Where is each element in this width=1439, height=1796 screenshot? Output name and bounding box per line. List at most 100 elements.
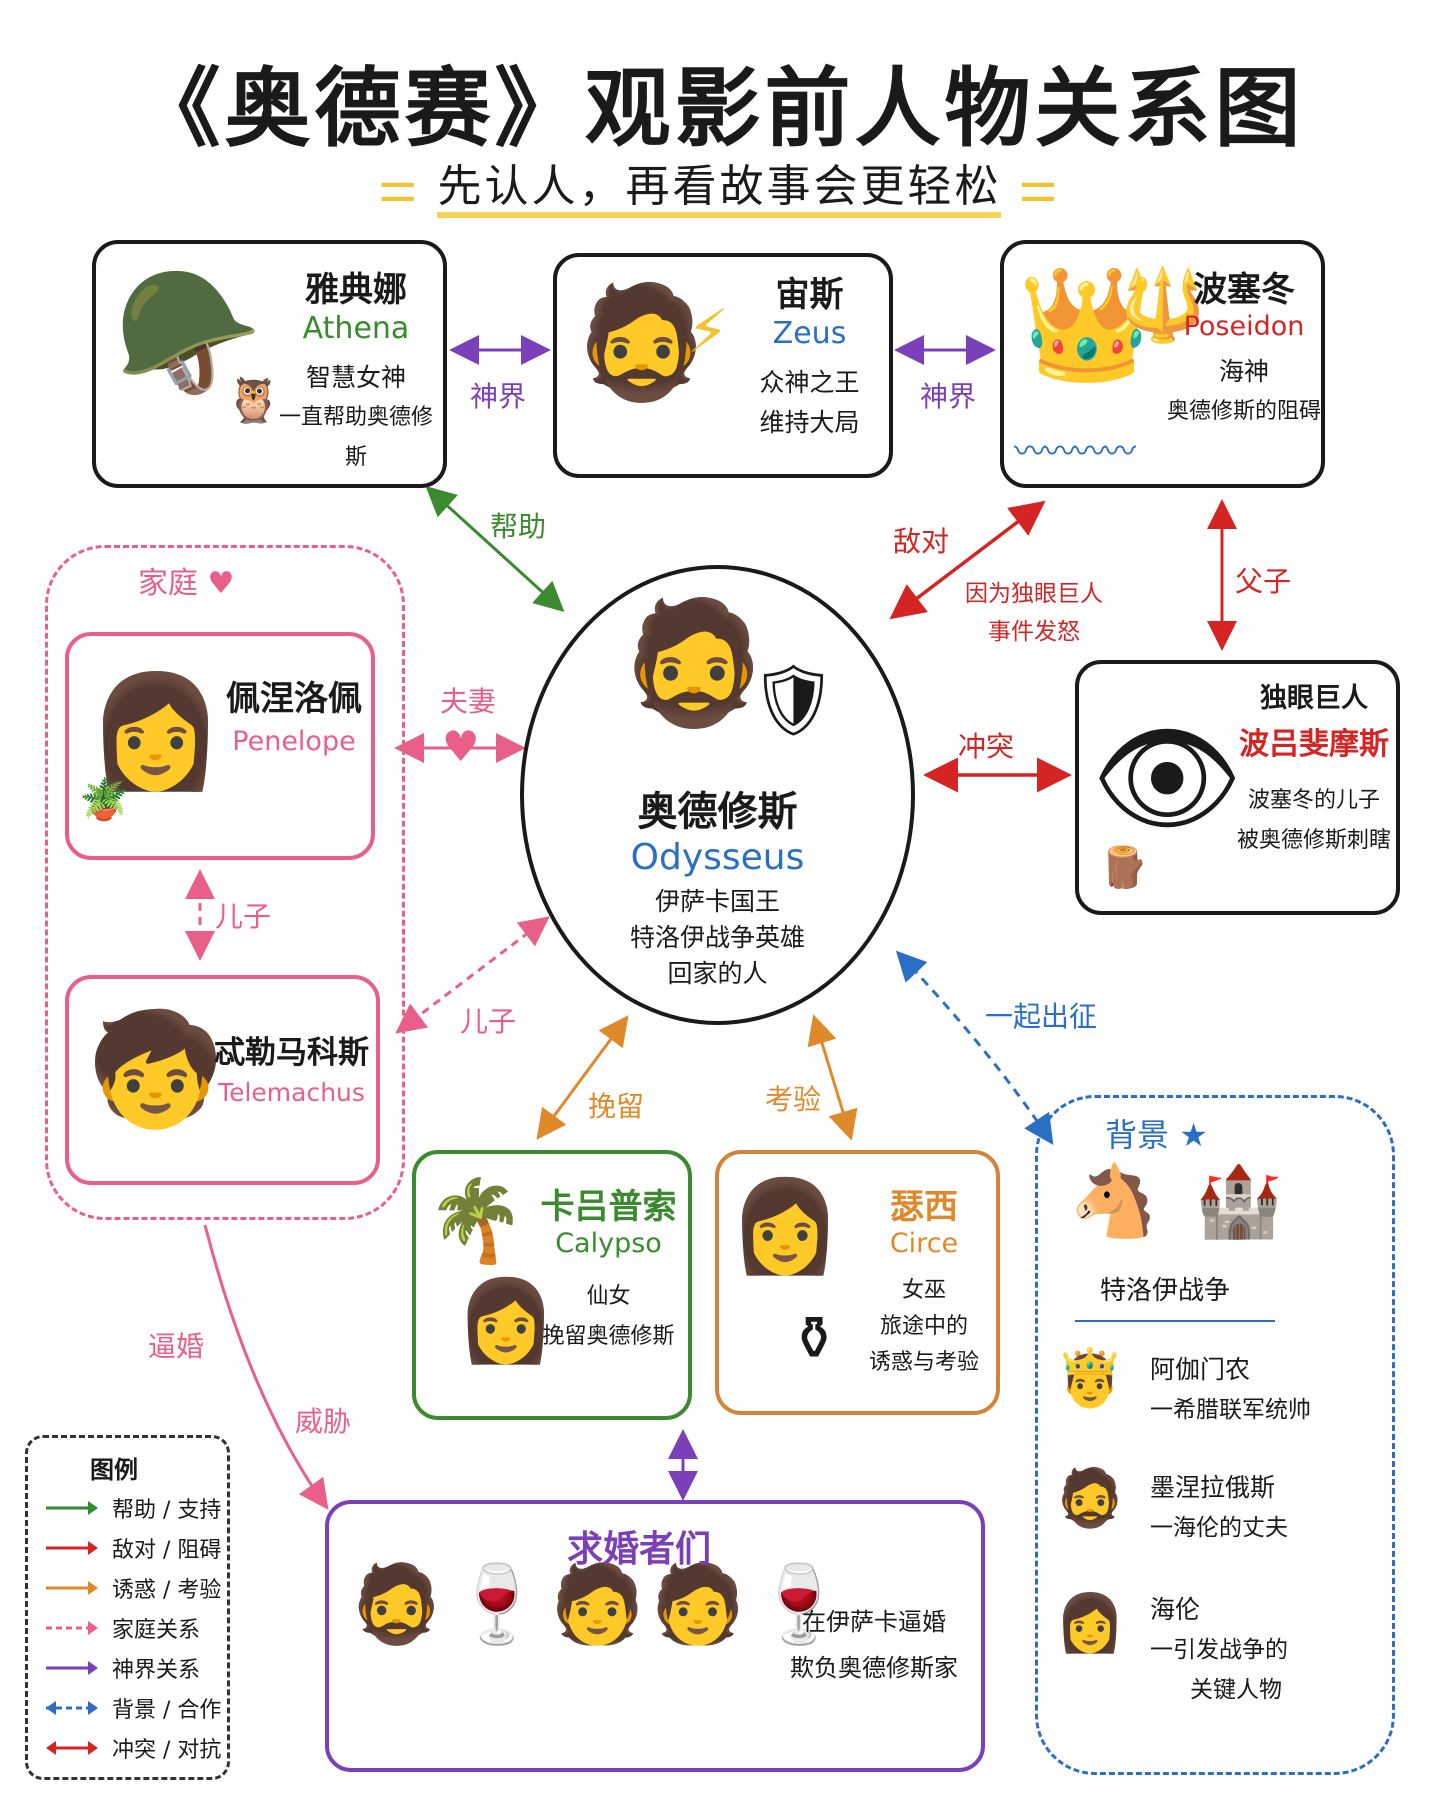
label-penelope-odysseus: 夫妻 [440, 685, 497, 718]
agamemnon-desc: 一希腊联军统帅 [1150, 1397, 1311, 1423]
odysseus-name-zh: 奥德修斯 [637, 789, 798, 835]
waves-icon: 〰〰〰〰 [1014, 432, 1136, 470]
card-circe: 👩 ⚱ 瑟西 Circe 女巫 旅途中的 诱惑与考验 [715, 1150, 1000, 1415]
label-odysseus-cyclops: 冲突 [958, 730, 1015, 763]
cyclops-figure: 👁 [1091, 709, 1244, 848]
menelaus-text: 墨涅拉俄斯 一海伦的丈夫 [1150, 1468, 1288, 1548]
helen-icon: 👩 [1055, 1591, 1125, 1656]
circe-name-zh: 瑟西 [890, 1187, 958, 1227]
suitors-desc-1: 在伊萨卡逼婚 [802, 1608, 946, 1636]
agamemnon-name: 阿伽门农 [1150, 1355, 1251, 1384]
legend-title: 图例 [90, 1456, 138, 1484]
cyclops-desc-1: 波塞冬的儿子 [1247, 788, 1380, 813]
menelaus-icon: 🧔 [1055, 1466, 1125, 1531]
label-poseidon-cyclops: 父子 [1235, 565, 1292, 598]
label-penelope-telemachus: 儿子 [215, 900, 272, 933]
calypso-name-en: Calypso [555, 1228, 662, 1259]
telemachus-text: 忒勒马科斯 Telemachus [204, 1027, 379, 1107]
odysseus-name-en: Odysseus [630, 837, 805, 878]
suitors-desc-2: 欺负奥德修斯家 [790, 1654, 958, 1682]
telemachus-name-en: Telemachus [218, 1078, 365, 1107]
note-line-2: 事件发怒 [988, 619, 1080, 645]
zeus-name-zh: 宙斯 [775, 275, 844, 315]
background-group-title: 背景 ★ [1105, 1110, 1208, 1156]
circe-name-en: Circe [889, 1228, 959, 1259]
poseidon-text: 波塞冬 Poseidon 海神 奥德修斯的阻碍 [1164, 262, 1324, 432]
zeus-name-en: Zeus [772, 316, 847, 351]
card-suitors: 🧔🍷🧑🧑🍷 求婚者们 在伊萨卡逼婚 欺负奥德修斯家 [325, 1500, 985, 1772]
agamemnon-text: 阿伽门农 一希腊联军统帅 [1150, 1350, 1311, 1430]
circe-desc-2: 旅途中的 [879, 1314, 968, 1339]
page-title: 《奥德赛》观影前人物关系图 [134, 59, 1305, 159]
label-telemachus-odysseus: 儿子 [460, 1005, 517, 1038]
helen-name: 海伦 [1150, 1595, 1201, 1624]
arrow-athena-odysseus [425, 485, 565, 613]
poseidon-desc-1: 海神 [1218, 357, 1269, 386]
poseidon-name-en: Poseidon [1183, 311, 1305, 342]
card-zeus: 🧔 ⚡ 宙斯 Zeus 众神之王 维持大局 [553, 253, 893, 478]
telemachus-name-zh: 忒勒马科斯 [214, 1035, 369, 1071]
athena-name-en: Athena [302, 311, 410, 346]
card-telemachus: 🧒 忒勒马科斯 Telemachus [65, 975, 380, 1185]
legend-arrow-icon [46, 1581, 98, 1595]
background-label: 背景 [1105, 1116, 1170, 1154]
note-line-1: 因为独眼巨人 [965, 581, 1103, 607]
helen-desc-2: 关键人物 [1190, 1677, 1282, 1703]
calypso-desc-1: 仙女 [586, 1284, 631, 1309]
legend-item-label: 诱惑 / 考验 [112, 1578, 222, 1603]
penelope-text: 佩涅洛佩 Penelope [219, 671, 369, 757]
legend-arrow-icon [46, 1741, 98, 1755]
card-athena: 🪖 🦉 雅典娜 Athena 智慧女神 一直帮助奥德修斯 [92, 240, 447, 488]
palm-tree-icon: 🌴 [426, 1174, 526, 1267]
penelope-name-zh: 佩涅洛佩 [226, 679, 362, 719]
suitors-figures: 🧔🍷🧑🧑🍷 [349, 1559, 853, 1648]
subtitle-deco-left: ⚌ [378, 161, 438, 212]
label-zeus-poseidon: 神界 [920, 380, 977, 413]
label-poseidon-odysseus: 敌对 [893, 525, 950, 558]
trident-icon: 🔱 [1119, 264, 1207, 346]
odysseus-desc-2: 特洛伊战争英雄 [629, 923, 805, 952]
cyclops-name-1: 独眼巨人 [1260, 683, 1368, 714]
family-group-title: 家庭 ♥ [130, 558, 243, 602]
label-odysseus-circe: 考验 [765, 1083, 822, 1116]
legend-arrow-icon [46, 1501, 98, 1515]
trojan-horse-icon: 🐴 [1070, 1160, 1158, 1242]
legend-item: 诱惑 / 考验 [44, 1570, 221, 1606]
menelaus-name: 墨涅拉俄斯 [1150, 1473, 1276, 1502]
background-war: 特洛伊战争 [1100, 1276, 1231, 1306]
cauldron-icon: ⚱ [789, 1304, 840, 1374]
athena-name-zh: 雅典娜 [305, 270, 407, 310]
club-icon: 🪵 [1099, 845, 1149, 891]
subtitle-text: 先认人，再看故事会更轻松 [437, 161, 1002, 218]
legend-item: 敌对 / 阻碍 [44, 1530, 221, 1566]
card-penelope: 👩 🪴 佩涅洛佩 Penelope [65, 632, 375, 860]
legend-item: 神界关系 [44, 1650, 200, 1686]
legend-item: 帮助 / 支持 [44, 1490, 221, 1526]
zeus-figure: 🧔 [573, 278, 710, 406]
label-family-suitors-2: 威胁 [295, 1405, 352, 1438]
subtitle-deco-right: ⚌ [1018, 161, 1061, 212]
suitors-title: 求婚者们 [479, 1520, 799, 1572]
label-family-suitors-1: 逼婚 [148, 1330, 205, 1363]
background-divider [1075, 1320, 1275, 1322]
helen-text: 海伦 一引发战争的 关键人物 [1150, 1590, 1288, 1710]
zeus-text: 宙斯 Zeus 众神之王 维持大局 [737, 267, 882, 443]
owl-icon: 🦉 [226, 375, 281, 426]
arrow-poseidon-odysseus [889, 500, 1046, 620]
family-label: 家庭 [138, 566, 198, 601]
odysseus-figure: 🧔 [619, 594, 769, 733]
page-subtitle: ⚌ 先认人，再看故事会更轻松 ⚌ [0, 150, 1439, 218]
label-athena-zeus: 神界 [470, 380, 527, 413]
legend-arrow-icon [46, 1621, 98, 1635]
label-odysseus-background: 一起出征 [985, 1000, 1098, 1033]
suitors-name-zh: 求婚者们 [566, 1529, 711, 1570]
zeus-desc-1: 众神之王 [759, 368, 860, 397]
legend-item-label: 敌对 / 阻碍 [112, 1538, 222, 1563]
legend-arrow-icon [46, 1701, 98, 1715]
card-cyclops: 👁 🪵 独眼巨人 波吕斐摩斯 波塞冬的儿子 被奥德修斯刺瞎 [1075, 660, 1400, 915]
label-odysseus-calypso: 挽留 [588, 1090, 645, 1123]
arrow-family-suitors [203, 1224, 329, 1510]
circe-text: 瑟西 Circe 女巫 旅途中的 诱惑与考验 [849, 1179, 999, 1381]
cyclops-name-2: 波吕斐摩斯 [1239, 727, 1389, 762]
